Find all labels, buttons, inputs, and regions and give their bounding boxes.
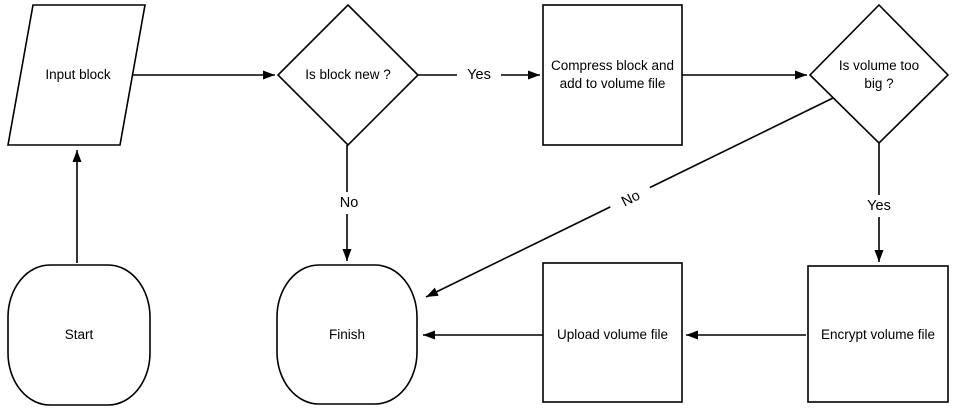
input-block-shape (7, 4, 146, 146)
is-block-new-shape (276, 3, 420, 147)
finish-shape (276, 264, 418, 405)
is-volume-too-big-shape (808, 3, 950, 145)
encrypt-volume-shape (807, 265, 949, 403)
upload-volume-shape (542, 262, 683, 403)
compress-block-shape (542, 4, 683, 146)
start-shape (7, 264, 151, 406)
